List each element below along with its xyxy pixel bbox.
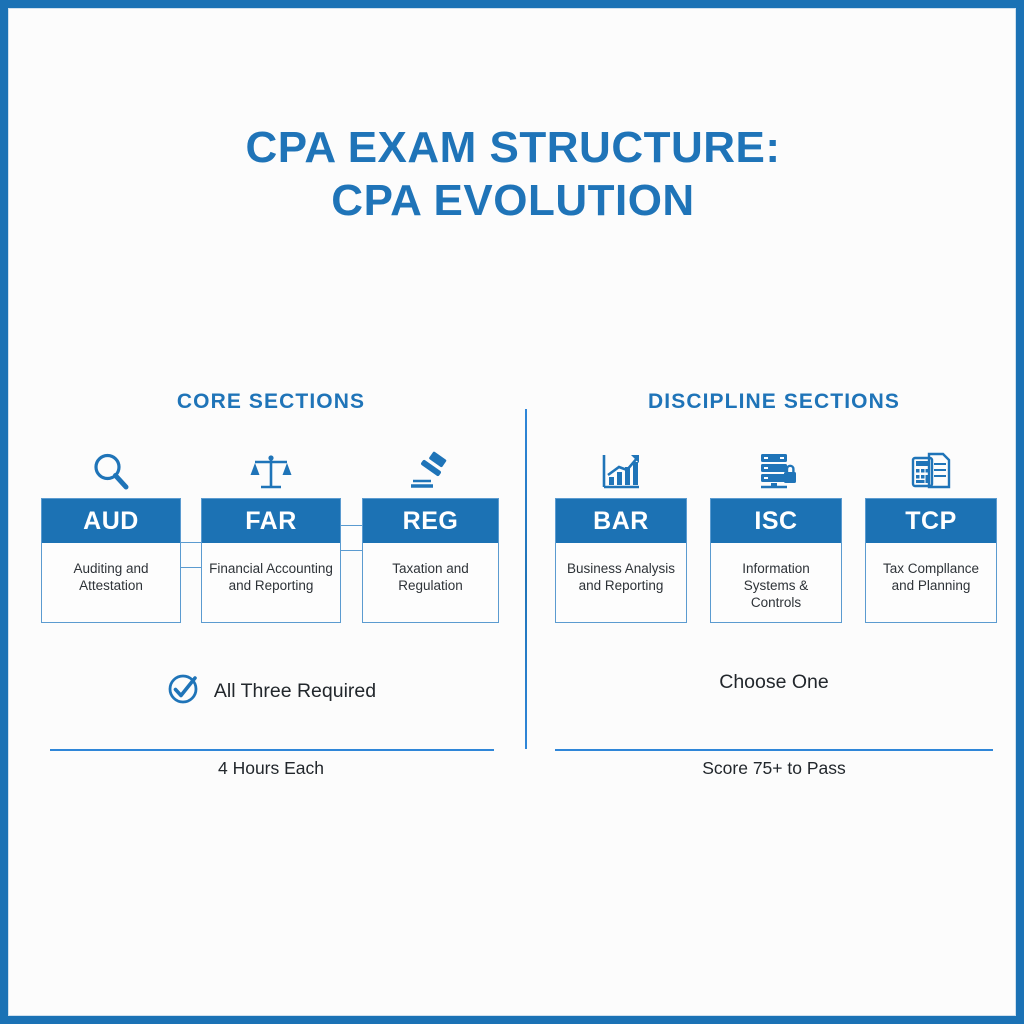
core-card-aud-name: Auditing and Attestation — [73, 561, 149, 593]
core-card-reg-code: REG — [363, 499, 498, 543]
discipline-sections-heading: DISCIPLINE SECTIONS — [648, 390, 900, 413]
discipline-card-tcp-code: TCP — [866, 499, 996, 543]
core-card-far[interactable]: FAR Financial Accounting and Reporting — [201, 455, 341, 623]
page-title: CPA EXAM STRUCTURE: CPA EVOLUTION — [9, 121, 1015, 227]
check-circle-icon — [166, 671, 200, 711]
discipline-card-bar-name: Business Analysis and Reporting — [566, 561, 676, 593]
core-requirement-note: All Three Required — [41, 671, 501, 711]
discipline-requirement-note: Choose One — [544, 671, 1004, 694]
core-connector-aud-far — [181, 542, 201, 568]
core-footnote: 4 Hours Each — [217, 758, 325, 778]
core-card-aud[interactable]: AUD Auditing and Attestation — [41, 453, 181, 623]
core-connector-far-reg — [341, 525, 362, 551]
gavel-icon — [363, 451, 498, 495]
core-sections-heading: CORE SECTIONS — [176, 390, 366, 413]
core-card-reg-name: Taxation and Regulation — [392, 561, 469, 593]
discipline-card-isc[interactable]: ISC Information Systems & Controls — [710, 454, 842, 623]
server-lock-icon — [711, 451, 841, 495]
discipline-footer-rule — [555, 749, 993, 751]
column-divider — [525, 409, 527, 749]
discipline-requirement-label: Choose One — [719, 671, 829, 693]
core-card-aud-code: AUD — [42, 499, 180, 543]
discipline-card-isc-code: ISC — [711, 499, 841, 543]
core-footer-rule — [50, 749, 494, 751]
magnifier-icon — [42, 451, 180, 495]
discipline-footnote: Score 75+ to Pass — [702, 758, 846, 778]
infographic-canvas: CPA EXAM STRUCTURE: CPA EVOLUTION CORE S… — [8, 8, 1016, 1016]
discipline-card-bar[interactable]: BAR Business Analysis and Reporting — [555, 455, 687, 623]
core-card-reg[interactable]: REG Taxation and Regulation — [362, 451, 499, 623]
title-line-2: CPA EVOLUTION — [331, 176, 695, 225]
discipline-card-bar-code: BAR — [556, 499, 686, 543]
growth-chart-icon — [556, 451, 686, 495]
scales-icon — [202, 451, 340, 495]
discipline-card-isc-name: Information Systems & Controls — [742, 561, 810, 610]
title-line-1: CPA EXAM STRUCTURE: — [245, 123, 781, 172]
discipline-card-tcp[interactable]: TCP Tax Compllance and Planning — [865, 452, 997, 623]
calculator-document-icon — [866, 451, 996, 495]
discipline-card-tcp-name: Tax Compllance and Planning — [882, 561, 980, 593]
core-card-far-name: Financial Accounting and Reporting — [209, 561, 333, 593]
core-card-far-code: FAR — [202, 499, 340, 543]
core-requirement-label: All Three Required — [213, 679, 377, 702]
